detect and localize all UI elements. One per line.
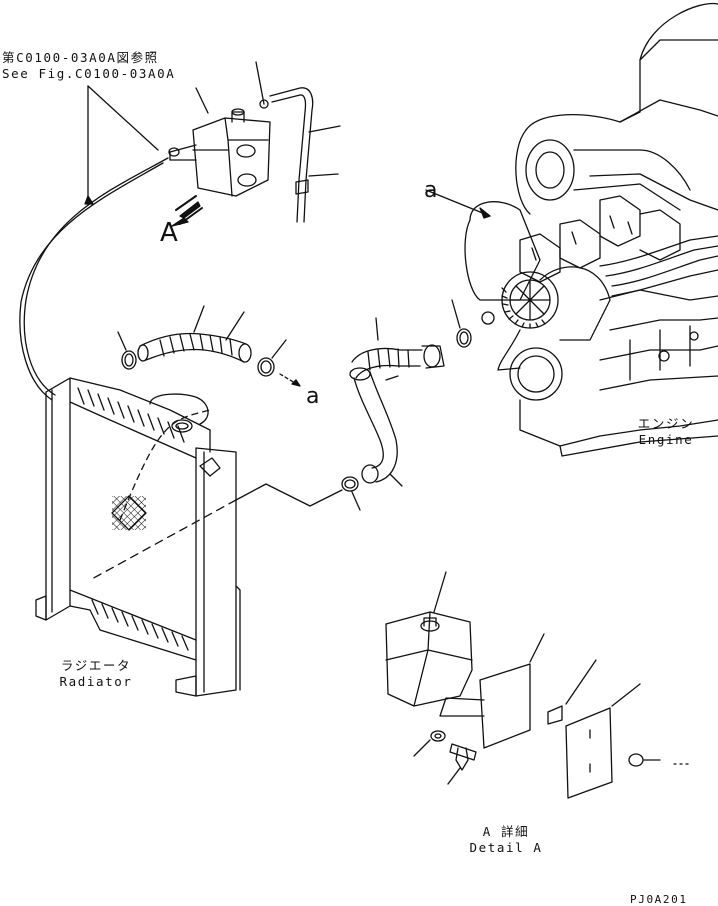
reserve-tank <box>169 61 271 197</box>
engine-label-jp: エンジン <box>637 416 695 431</box>
view-arrow <box>171 195 203 227</box>
reference-note-jp: 第C0100-03A0A図参照 <box>2 50 159 65</box>
reference-note-en: See Fig.C0100-03A0A <box>2 66 176 81</box>
detail-label-en: Detail A <box>469 840 543 855</box>
connection-label-top: a <box>424 178 438 203</box>
detail-a-parts <box>385 571 691 799</box>
drawing-code: PJ0A201 <box>630 893 688 906</box>
radiator-label-en: Radiator <box>59 674 133 689</box>
engine-label-en: Engine <box>638 432 694 447</box>
overflow-hose <box>19 147 180 401</box>
detail-label-jp: A 詳細 <box>482 824 530 839</box>
radiator-label-jp: ラジエータ <box>60 658 132 673</box>
reference-leaders <box>84 85 159 205</box>
routing-line <box>89 483 343 581</box>
connection-arrow <box>279 373 301 387</box>
connection-label-bottom: a <box>306 384 320 409</box>
lower-hose <box>341 299 472 511</box>
engine <box>425 2 718 457</box>
upper-hose <box>117 305 287 377</box>
radiator <box>35 377 241 697</box>
view-arrow-label: A <box>160 218 178 248</box>
vent-tube <box>269 87 341 223</box>
